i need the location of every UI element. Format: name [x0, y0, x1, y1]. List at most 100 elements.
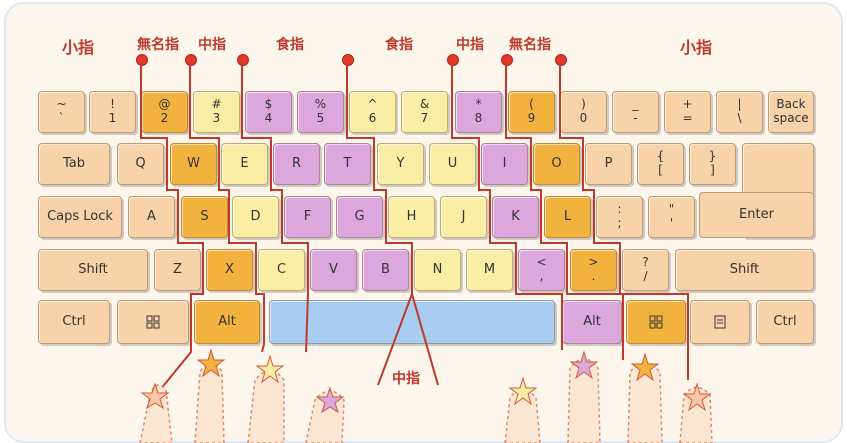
guide-line-left-middle [241, 63, 309, 353]
key-v[interactable]: V [310, 249, 357, 291]
key-top-symbol: < [536, 255, 547, 270]
key-2[interactable]: @2 [141, 91, 188, 133]
key-1[interactable]: !1 [89, 91, 136, 133]
key-capslock[interactable]: Caps Lock [38, 196, 122, 238]
key-c[interactable]: C [258, 249, 305, 291]
key-minus[interactable]: _- [612, 91, 659, 133]
key-slash[interactable]: ?/ [622, 249, 669, 291]
key-top-symbol: { [656, 149, 665, 164]
key-comma[interactable]: <, [518, 249, 565, 291]
guide-line-left-index [346, 63, 413, 294]
key-semicolon[interactable]: :; [596, 196, 643, 238]
key-bottom-symbol: 2 [160, 111, 169, 125]
key-top-symbol: " [668, 202, 675, 217]
key-n[interactable]: N [414, 249, 461, 291]
key-k[interactable]: K [492, 196, 539, 238]
key-bottom-symbol: 9 [527, 111, 536, 125]
key-top-symbol: ^ [367, 97, 378, 112]
label-left-index: 食指 [276, 37, 304, 53]
key-top-symbol: Back [776, 97, 806, 112]
key-lbracket[interactable]: {[ [637, 143, 684, 185]
key-bottom-symbol: 1 [108, 111, 117, 125]
key-bottom-symbol: 3 [212, 111, 221, 125]
key-3[interactable]: #3 [193, 91, 240, 133]
key-left-win[interactable] [117, 300, 189, 344]
key-d[interactable]: D [232, 196, 279, 238]
key-left-ctrl[interactable]: Ctrl [38, 300, 110, 344]
key-tilde[interactable]: ~` [38, 91, 85, 133]
key-j[interactable]: J [440, 196, 487, 238]
key-0[interactable]: )0 [560, 91, 607, 133]
key-6[interactable]: ^6 [349, 91, 396, 133]
guide-line-right-middle [505, 63, 624, 360]
key-right-win[interactable] [626, 300, 686, 344]
key-top-symbol: ) [581, 97, 586, 112]
key-7[interactable]: &7 [401, 91, 448, 133]
key-q[interactable]: Q [117, 143, 164, 185]
key-left-alt[interactable]: Alt [194, 300, 260, 344]
key-quote[interactable]: "' [648, 196, 695, 238]
star-icon [255, 354, 285, 384]
key-tab[interactable]: Tab [38, 143, 110, 185]
key-x[interactable]: X [206, 249, 253, 291]
key-top-symbol: ? [642, 255, 649, 270]
key-8[interactable]: *8 [455, 91, 502, 133]
fingertip-stars [140, 348, 712, 414]
key-right-alt[interactable]: Alt [562, 300, 622, 344]
key-e[interactable]: E [221, 143, 268, 185]
key-5[interactable]: %5 [297, 91, 344, 133]
label-left-middle: 中指 [198, 37, 226, 53]
key-m[interactable]: M [466, 249, 513, 291]
key-w[interactable]: W [170, 143, 217, 185]
key-top-symbol: ( [529, 97, 534, 112]
key-u[interactable]: U [429, 143, 476, 185]
key-equals[interactable]: += [664, 91, 711, 133]
key-rbracket[interactable]: }] [689, 143, 736, 185]
key-right-ctrl[interactable]: Ctrl [756, 300, 814, 344]
key-left-shift[interactable]: Shift [38, 249, 148, 291]
key-f[interactable]: F [284, 196, 331, 238]
key-s[interactable]: S [181, 196, 228, 238]
key-i[interactable]: I [481, 143, 528, 185]
key-right-shift[interactable]: Shift [675, 249, 814, 291]
guide-line-right-ring [559, 63, 689, 380]
key-z[interactable]: Z [154, 249, 201, 291]
finger-right-middle [567, 358, 601, 443]
key-t[interactable]: T [324, 143, 371, 185]
label-right-middle: 中指 [456, 37, 484, 53]
key-bottom-symbol: 6 [368, 111, 377, 125]
finger-right-ring [627, 362, 663, 443]
label-thumbs: 中指 [392, 371, 420, 387]
key-p[interactable]: P [585, 143, 632, 185]
key-g[interactable]: G [336, 196, 383, 238]
key-bottom-symbol: 4 [264, 111, 273, 125]
label-right-index: 食指 [385, 37, 413, 53]
key-r[interactable]: R [273, 143, 320, 185]
key-bottom-symbol: [ [658, 163, 663, 177]
guide-line-left-ring [189, 63, 265, 353]
key-h[interactable]: H [388, 196, 435, 238]
key-bottom-symbol: 5 [316, 111, 325, 125]
key-top-symbol: } [708, 149, 717, 164]
key-a[interactable]: A [128, 196, 175, 238]
key-menu[interactable] [690, 300, 750, 344]
key-top-symbol: > [588, 255, 599, 270]
key-bottom-symbol: 7 [420, 111, 429, 125]
key-o[interactable]: O [533, 143, 580, 185]
key-4[interactable]: $4 [245, 91, 292, 133]
key-bottom-symbol: , [539, 269, 544, 283]
label-left-ring: 無名指 [137, 37, 179, 53]
key-period[interactable]: >. [570, 249, 617, 291]
key-b[interactable]: B [362, 249, 409, 291]
key-space[interactable] [269, 300, 555, 344]
key-enter[interactable]: Enter [699, 192, 814, 238]
key-9[interactable]: (9 [508, 91, 555, 133]
key-top-symbol: # [211, 97, 222, 112]
key-y[interactable]: Y [377, 143, 424, 185]
fingers [139, 358, 713, 443]
key-backslash[interactable]: |\ [716, 91, 763, 133]
key-bottom-symbol: - [633, 111, 638, 125]
label-right-pinky: 小指 [680, 38, 713, 57]
key-l[interactable]: L [544, 196, 591, 238]
